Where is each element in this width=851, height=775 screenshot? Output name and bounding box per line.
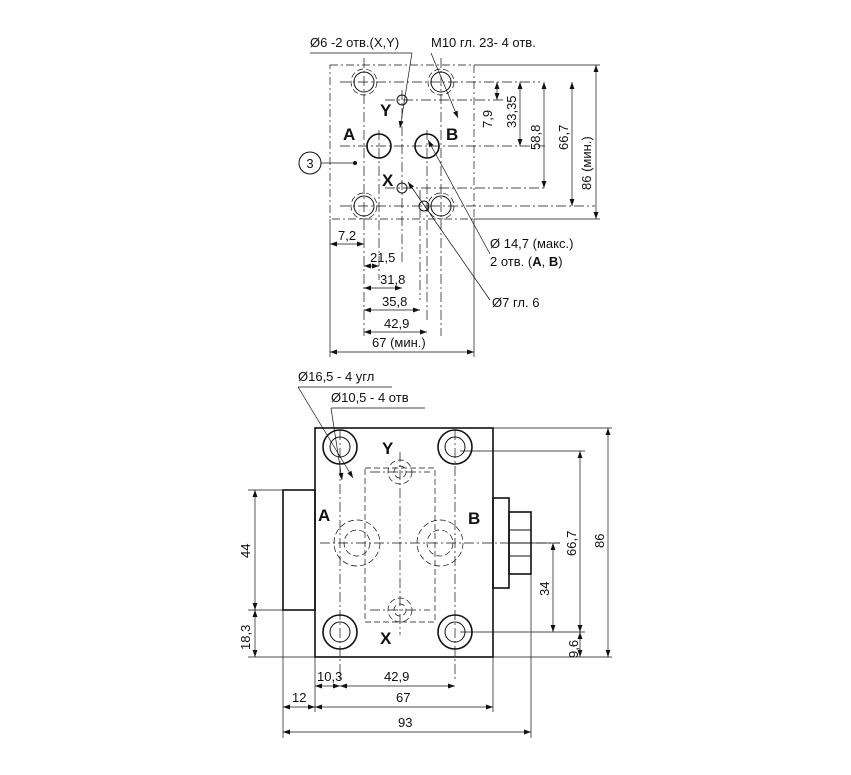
- top-horizontal-dims: 7,2 21,5 31,8 35,8 42,9 67 (мин.): [329, 219, 475, 357]
- bottom-horizontal-dims: 10,3 42,9 12 67 93: [282, 574, 532, 738]
- bottom-right-dims: 66,7 86 34 9,6: [460, 427, 612, 658]
- bottom-port-x: [387, 597, 413, 623]
- svg-text:10,3: 10,3: [317, 669, 342, 684]
- top-pin-hole: [418, 200, 430, 212]
- callout-pin: Ø7 гл. 6: [492, 295, 539, 310]
- callout-thread: M10 гл. 23- 4 отв.: [431, 35, 536, 50]
- svg-text:9,6: 9,6: [566, 640, 581, 658]
- top-view: A B Y X 3 Ø6 -2 отв.(X,Y) M10 гл. 23- 4 …: [298, 35, 600, 357]
- bottom-left-dims: 44 18,3: [238, 489, 315, 658]
- item-balloon: 3: [298, 151, 357, 175]
- bottom-label-x: X: [380, 629, 392, 648]
- svg-text:7,9: 7,9: [480, 110, 495, 128]
- top-center-lines: [340, 58, 595, 336]
- top-label-b: B: [446, 125, 458, 144]
- top-port-y: [396, 94, 408, 106]
- bottom-left-boss: [282, 489, 316, 611]
- svg-text:31,8: 31,8: [380, 272, 405, 287]
- svg-text:35,8: 35,8: [382, 294, 407, 309]
- top-label-y: Y: [380, 101, 392, 120]
- top-thread-holes: [350, 68, 455, 220]
- svg-text:66,7: 66,7: [564, 531, 579, 556]
- bottom-label-b: B: [468, 509, 480, 528]
- bottom-inner-plate: [364, 467, 436, 623]
- svg-text:58,8: 58,8: [528, 125, 543, 150]
- svg-text:67 (мин.): 67 (мин.): [372, 335, 426, 350]
- callout-bolt: Ø10,5 - 4 отв: [331, 390, 409, 405]
- bottom-port-y: [387, 459, 413, 485]
- callout-leaders-bottom: [297, 386, 425, 481]
- svg-text:67: 67: [396, 690, 410, 705]
- callout-counterbore: Ø16,5 - 4 угл: [298, 369, 374, 384]
- bottom-port-b: [416, 519, 464, 567]
- svg-text:3: 3: [306, 156, 313, 171]
- top-port-b: [414, 133, 440, 159]
- top-label-x: X: [382, 171, 394, 190]
- svg-text:42,9: 42,9: [384, 669, 409, 684]
- callout-leaders-top: [310, 52, 459, 129]
- svg-text:12: 12: [292, 690, 306, 705]
- svg-text:66,7: 66,7: [556, 125, 571, 150]
- callout-leaders-right: [407, 139, 491, 301]
- bottom-port-a: [333, 519, 381, 567]
- top-port-x: [396, 182, 408, 194]
- callout-port-dia: Ø 14,7 (макс.): [490, 236, 573, 251]
- bottom-center-lines: [320, 430, 560, 680]
- svg-text:86 (мин.): 86 (мин.): [579, 136, 594, 190]
- callout-holes-xy: Ø6 -2 отв.(X,Y): [310, 35, 399, 50]
- svg-text:7,2: 7,2: [338, 228, 356, 243]
- svg-text:93: 93: [398, 715, 412, 730]
- bottom-bolt-holes: [322, 429, 473, 650]
- callout-port-count: 2 отв. (A, B): [490, 254, 563, 269]
- top-vertical-dims: 7,9 33,35 58,8 66,7 86 (мин.): [474, 64, 600, 220]
- svg-text:42,9: 42,9: [384, 316, 409, 331]
- svg-text:18,3: 18,3: [238, 625, 253, 650]
- bottom-label-a: A: [318, 506, 330, 525]
- svg-text:86: 86: [592, 534, 607, 548]
- svg-text:21,5: 21,5: [370, 250, 395, 265]
- svg-text:33,35: 33,35: [504, 95, 519, 128]
- svg-text:34: 34: [537, 582, 552, 596]
- svg-text:44: 44: [238, 544, 253, 558]
- top-label-a: A: [343, 125, 355, 144]
- bottom-label-y: Y: [382, 439, 394, 458]
- bottom-view: A B Y X Ø16,5 - 4 угл Ø10,5 - 4 отв 44 1…: [238, 369, 612, 738]
- top-port-a: [366, 133, 392, 159]
